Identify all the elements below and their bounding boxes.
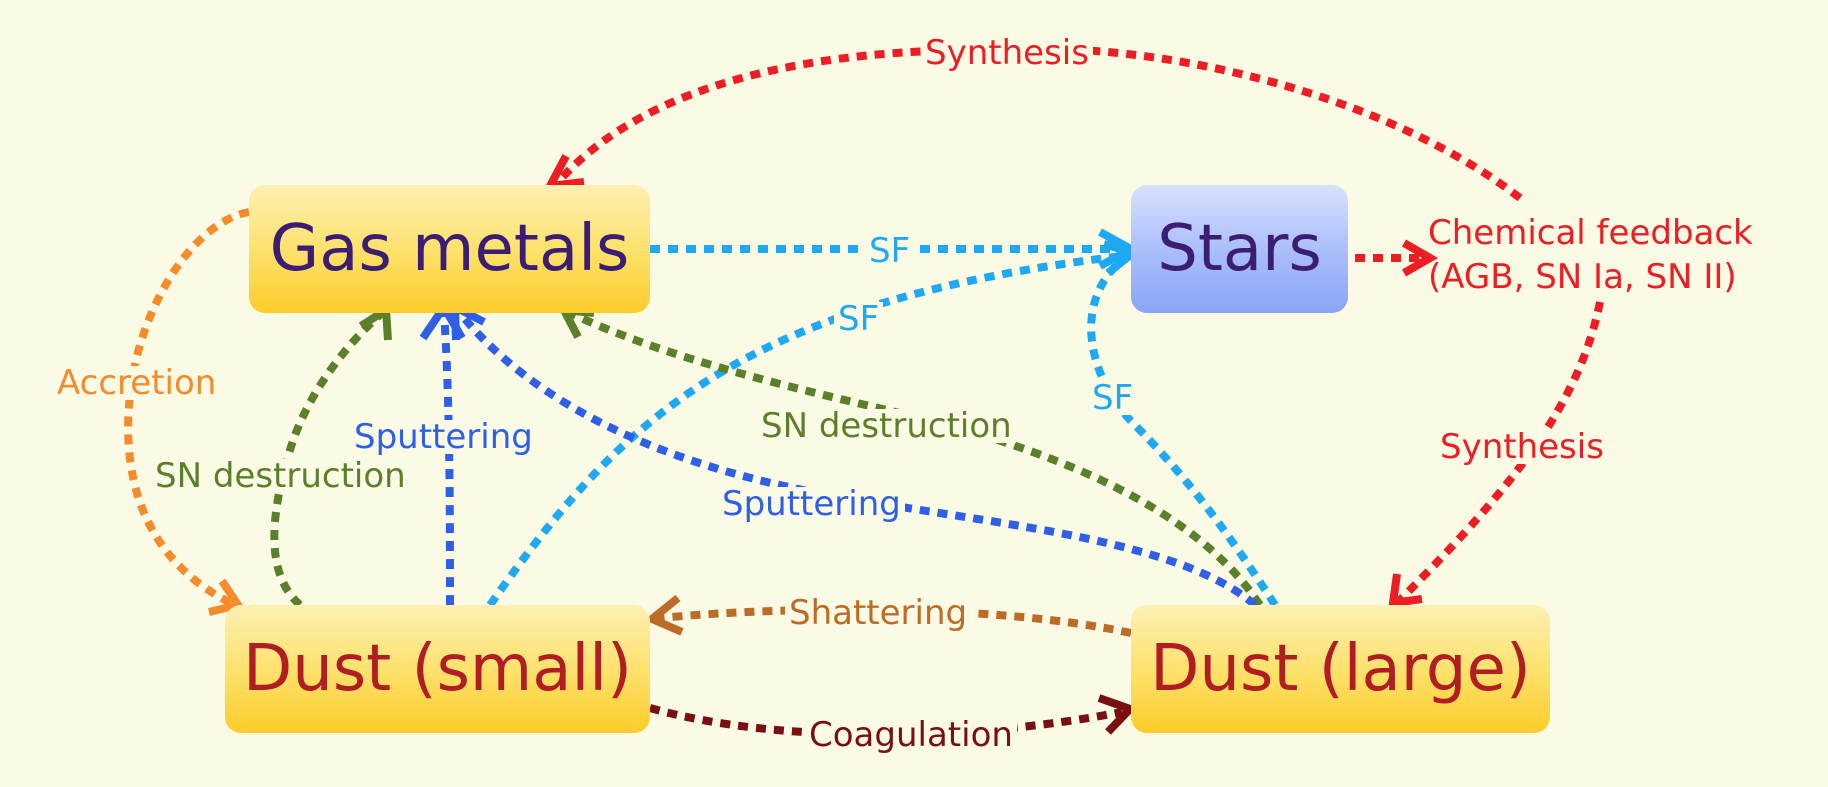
arrow-shattering: [659, 605, 1132, 637]
node-stars-label: Stars: [1157, 212, 1322, 286]
label-accretion: Accretion: [53, 366, 221, 400]
label-sf-gas: SF: [865, 234, 915, 268]
node-dust-small: Dust (small): [225, 605, 650, 733]
node-dust-small-label: Dust (small): [242, 632, 633, 706]
label-sn-destruction-large: SN destruction: [757, 409, 1016, 443]
arrowhead-coagulation: [1097, 694, 1138, 735]
arrow-sputtering-large: [456, 310, 1258, 609]
arrow-sn-destruction-large: [568, 309, 1264, 608]
label-sputtering-small: Sputtering: [350, 420, 537, 454]
arrow-synthesis-right: [1397, 301, 1604, 603]
arrowhead-sn-destruction-small: [358, 302, 392, 341]
node-dust-large-label: Dust (large): [1150, 632, 1531, 706]
label-synthesis-right: Synthesis: [1436, 430, 1608, 464]
arrow-synthesis-top: [557, 44, 1523, 202]
label-sputtering-large: Sputtering: [718, 487, 905, 521]
node-stars: Stars: [1131, 185, 1348, 313]
label-coagulation: Coagulation: [805, 718, 1017, 752]
label-shattering: Shattering: [785, 596, 972, 630]
arrow-sn-destruction-small: [270, 309, 385, 609]
label-synthesis-top: Synthesis: [921, 36, 1093, 70]
arrow-sf-large: [1087, 256, 1279, 608]
arrowhead-synthesis-right: [1388, 573, 1423, 608]
chemical-feedback-line-2: (AGB, SN Ia, SN II): [1428, 257, 1737, 297]
label-sf-large: SF: [1088, 381, 1138, 415]
chemical-feedback-line-1: Chemical feedback: [1428, 213, 1753, 253]
label-sn-destruction-small: SN destruction: [151, 459, 410, 493]
arrowhead-chemical-feedback: [1402, 239, 1439, 277]
arrow-sputtering-small: [440, 312, 454, 606]
chemical-feedback-label: Chemical feedback (AGB, SN Ia, SN II): [1428, 211, 1753, 299]
label-sf-small: SF: [834, 302, 884, 336]
node-gas-metals-label: Gas metals: [269, 212, 630, 286]
arrowhead-shattering: [644, 594, 684, 636]
node-gas-metals: Gas metals: [249, 185, 650, 313]
arrow-sf-small: [486, 251, 1132, 608]
node-dust-large: Dust (large): [1131, 605, 1550, 733]
arrow-accretion: [124, 208, 250, 609]
arrow-coagulation: [648, 704, 1123, 739]
